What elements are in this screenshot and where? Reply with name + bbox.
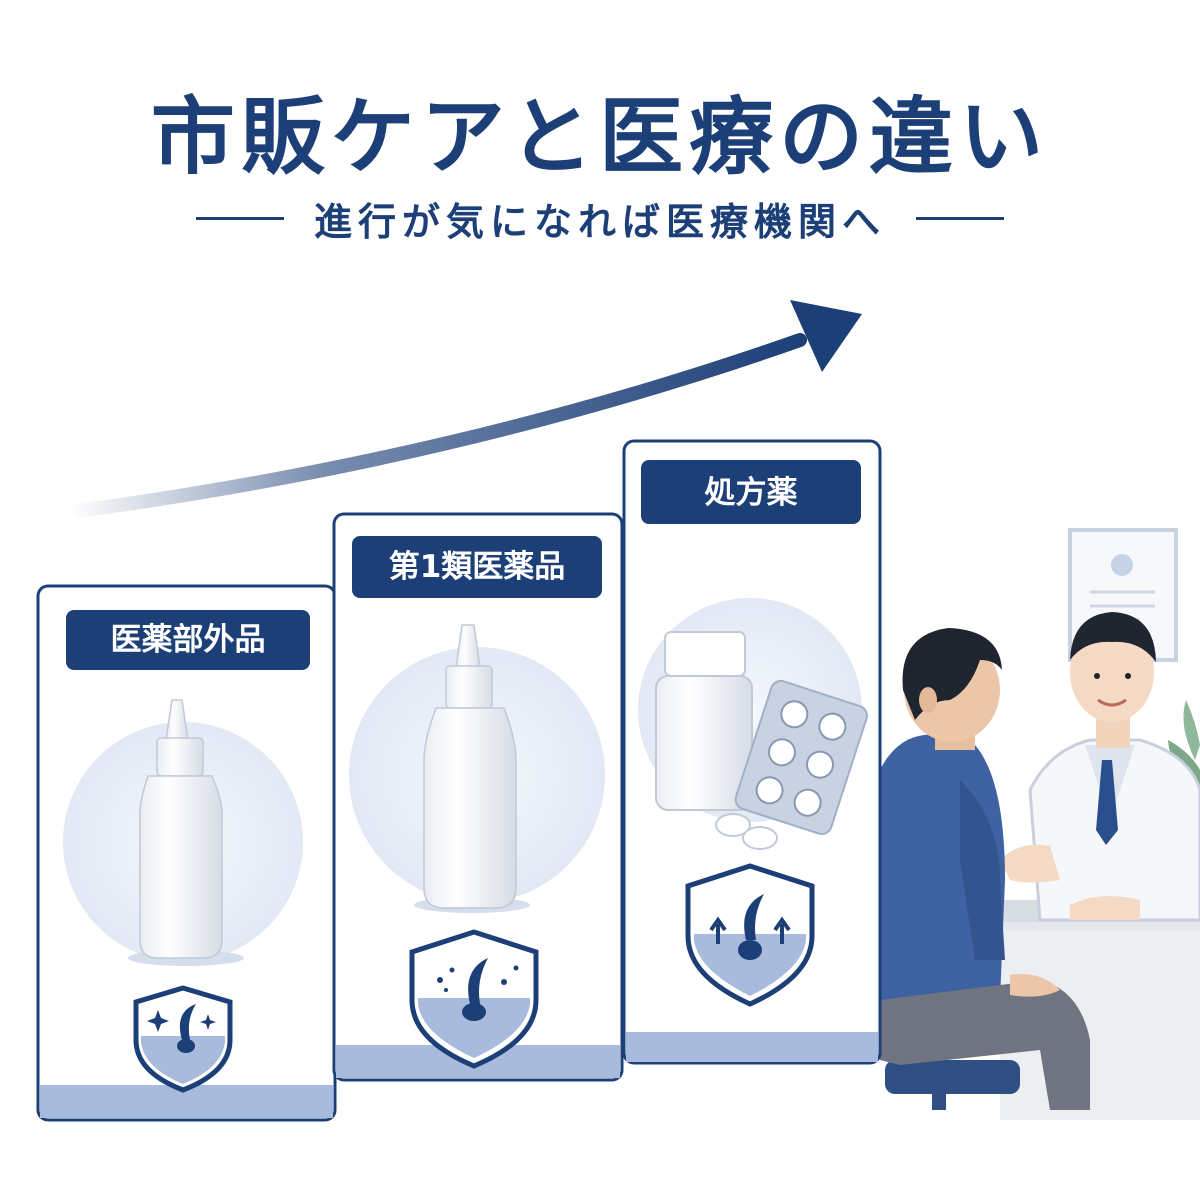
tier-panel-2: 第1類医薬品 xyxy=(332,512,624,1082)
patient-figure xyxy=(880,628,1090,1110)
tier-label-3: 処方薬 xyxy=(705,475,798,511)
tier-panel-1: 医薬部外品 xyxy=(36,584,337,1122)
tier-panel-3: 処方薬 xyxy=(622,439,882,1065)
doctor-consultation-illustration xyxy=(880,528,1200,1120)
shield-growth-arrows-icon xyxy=(685,863,815,1007)
subtitle-row: 進行が気になれば医療機関へ xyxy=(0,188,1200,248)
shield-sparkle-icon xyxy=(133,985,233,1093)
shield-follicle-icon xyxy=(409,929,539,1069)
dropper-bottle-icon xyxy=(128,699,244,966)
subtitle-line-left xyxy=(195,216,284,220)
tier-label-box-1 xyxy=(66,610,310,670)
dropper-bottle-icon xyxy=(414,624,530,913)
subtitle-line-right xyxy=(916,216,1004,220)
tier-label-box-3 xyxy=(641,460,861,524)
page-title: 市販ケアと医療の違い xyxy=(150,88,1050,186)
tier-label-1: 医薬部外品 xyxy=(111,622,266,658)
progress-arrow xyxy=(63,300,862,519)
tier-label-2: 第1類医薬品 xyxy=(389,549,566,585)
tier-label-box-2 xyxy=(352,536,602,598)
blister-pack-icon xyxy=(734,679,868,836)
pill-bottle-icon xyxy=(655,631,753,811)
loose-pills-icon xyxy=(715,813,778,850)
doctor-figure xyxy=(1000,612,1200,922)
page-subtitle: 進行が気になれば医療機関へ xyxy=(313,199,886,244)
